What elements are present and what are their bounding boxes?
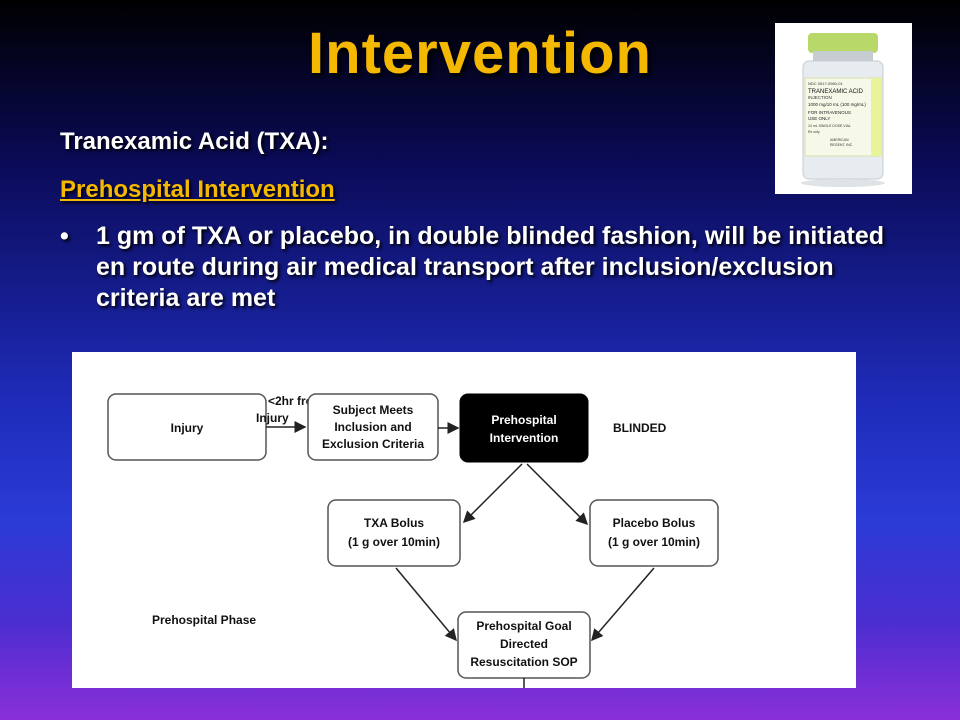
intervention-box	[459, 393, 589, 463]
subtitle: Tranexamic Acid (TXA):	[60, 128, 329, 155]
vial-route-2: USE ONLY	[808, 116, 830, 121]
criteria-line3: Exclusion Criteria	[322, 437, 424, 451]
injury-label: Injury	[171, 421, 204, 435]
arrow-placebo-to-goal	[591, 567, 655, 642]
bullet-item: • 1 gm of TXA or placebo, in double blin…	[60, 221, 920, 314]
slide-title: Intervention	[308, 21, 652, 86]
intervention-line1: Prehospital	[491, 413, 556, 427]
vial-shadow	[801, 179, 885, 187]
blinded-label: BLINDED	[613, 421, 667, 435]
vial-ndc: NDC 0517-0960-01	[808, 81, 843, 86]
vial-label	[804, 77, 882, 157]
criteria-box	[307, 393, 439, 461]
placebo-box	[589, 499, 719, 567]
vial-route: FOR INTRAVENOUS	[808, 110, 851, 115]
txa-line2: (1 g over 10min)	[348, 535, 440, 549]
placebo-line1: Placebo Bolus	[613, 516, 696, 530]
arrow-txa-to-goal	[395, 567, 457, 642]
vial-maker-2: REGENT, INC.	[830, 143, 853, 147]
time-label-line2: Injury	[256, 411, 289, 425]
txa-line1: TXA Bolus	[364, 516, 425, 530]
vial-maker: AMERICAN	[830, 138, 849, 142]
goal-line1: Prehospital Goal	[476, 619, 571, 633]
vial-single-dose: 10 mL SINGLE DOSE VIAL	[808, 124, 851, 128]
arrow-to-placebo	[526, 463, 589, 526]
txa-box	[327, 499, 461, 567]
bullet-dot: •	[60, 222, 69, 250]
vial-injection: INJECTION	[808, 95, 832, 100]
intervention-line2: Intervention	[490, 431, 559, 445]
vial-label-stripe	[871, 78, 881, 156]
vial-strength: 1000 mg/10 mL (100 mg/mL)	[808, 102, 866, 107]
placebo-line2: (1 g over 10min)	[608, 535, 700, 549]
goal-line2: Directed	[500, 637, 548, 651]
vial-rx: Rx only	[808, 130, 820, 134]
bullet-text: 1 gm of TXA or placebo, in double blinde…	[96, 222, 885, 312]
goal-line3: Resuscitation SOP	[470, 655, 577, 669]
criteria-line2: Inclusion and	[334, 420, 411, 434]
vial-cap	[808, 33, 878, 53]
vial-drug-name: TRANEXAMIC ACID	[808, 89, 864, 95]
arrow-to-txa	[462, 463, 523, 524]
criteria-line1: Subject Meets	[333, 403, 414, 417]
flowchart: Injury <2hr from Injury Subject Meets In…	[72, 352, 856, 688]
vial-crimp	[813, 51, 873, 61]
section-heading: Prehospital Intervention	[60, 176, 335, 203]
phase-label: Prehospital Phase	[152, 613, 256, 627]
tranexamic-acid-vial-image: NDC 0517-0960-01 TRANEXAMIC ACID INJECTI…	[775, 23, 912, 194]
